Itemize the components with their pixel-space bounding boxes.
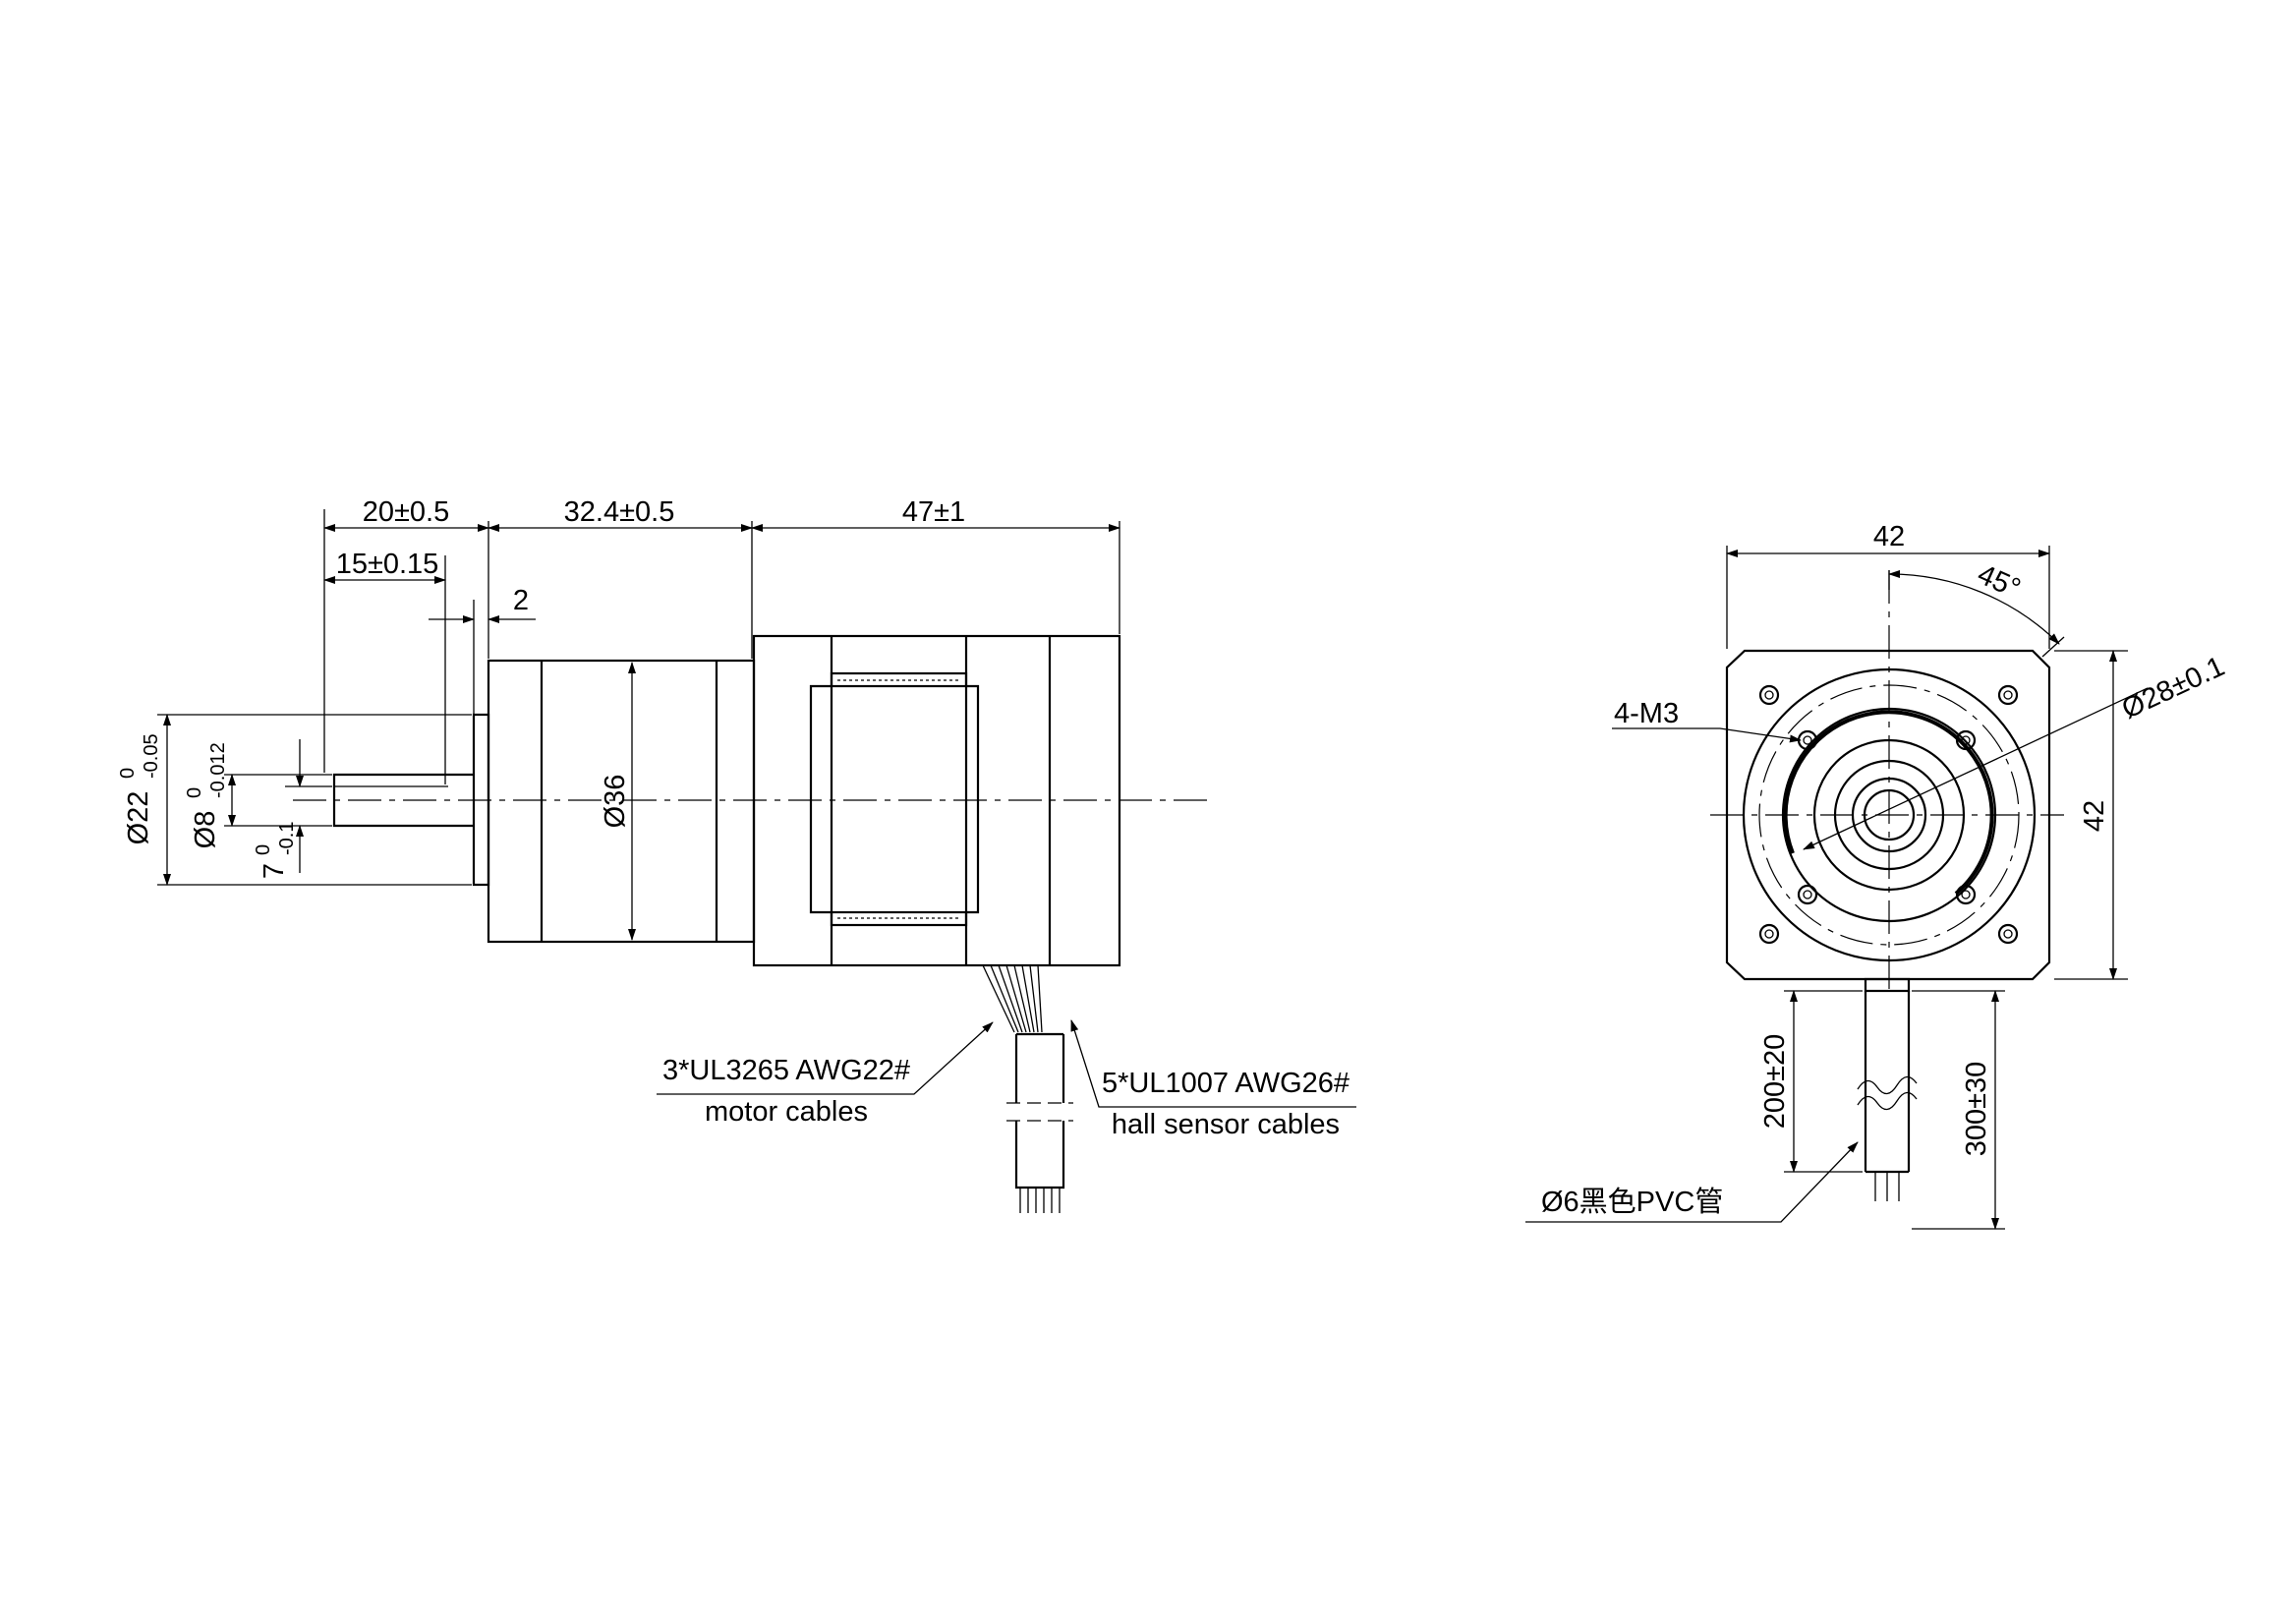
side-view: 20±0.5 15±0.15 2 32.4±0.5 47±1 Ø36 Ø22 0… bbox=[117, 496, 1356, 1213]
dim-angle: 45° bbox=[1973, 558, 2025, 605]
dim-flange-height: 42 bbox=[2079, 800, 2110, 832]
svg-text:Ø22: Ø22 bbox=[123, 791, 154, 845]
holes-callout: 4-M3 bbox=[1612, 698, 1802, 743]
svg-text:7: 7 bbox=[258, 863, 290, 879]
holes-label: 4-M3 bbox=[1614, 698, 1679, 729]
motor-cables-spec: 3*UL3265 AWG22# bbox=[662, 1055, 910, 1086]
dim-flat-depth: 7 0 -0.1 bbox=[253, 822, 298, 880]
motor-cables-label: motor cables bbox=[705, 1096, 868, 1128]
dim-gearbox-length: 32.4±0.5 bbox=[564, 496, 675, 528]
svg-text:0: 0 bbox=[253, 844, 274, 855]
m3-holes bbox=[1797, 729, 1977, 905]
end-cable bbox=[1857, 977, 1918, 1201]
dim-boss-length: 2 bbox=[513, 585, 529, 616]
pilot-arc bbox=[1783, 710, 1994, 896]
svg-text:-0.05: -0.05 bbox=[141, 733, 162, 779]
motor-cables-callout: 3*UL3265 AWG22# motor cables bbox=[657, 1021, 994, 1128]
output-shaft bbox=[332, 773, 474, 828]
dim-key-length: 15±0.15 bbox=[336, 549, 439, 580]
side-extension-lines bbox=[157, 509, 1120, 886]
end-flange bbox=[1725, 649, 2051, 981]
dim-shaft-length: 20±0.5 bbox=[363, 496, 450, 528]
motor-body bbox=[752, 634, 1121, 967]
tube-label: Ø6黑色PVC管 bbox=[1541, 1186, 1723, 1218]
dim-motor-length: 47±1 bbox=[902, 496, 965, 528]
hall-cables-label: hall sensor cables bbox=[1112, 1109, 1340, 1140]
lead-wires bbox=[982, 964, 1073, 1213]
svg-text:0: 0 bbox=[184, 787, 205, 798]
side-dimension-lines bbox=[163, 524, 1120, 941]
dim-lead-long: 300±30 bbox=[1961, 1062, 1992, 1157]
svg-text:-0.1: -0.1 bbox=[276, 822, 298, 855]
svg-text:-0.012: -0.012 bbox=[207, 742, 229, 798]
corner-holes bbox=[1758, 684, 2019, 945]
svg-text:0: 0 bbox=[117, 768, 139, 779]
dim-lead-short: 200±20 bbox=[1759, 1034, 1791, 1130]
hall-cables-callout: 5*UL1007 AWG26# hall sensor cables bbox=[1070, 1019, 1356, 1140]
dim-flange-width: 42 bbox=[1873, 521, 1905, 552]
dim-pilot-diameter: Ø22 0 -0.05 bbox=[117, 733, 162, 844]
svg-text:Ø8: Ø8 bbox=[190, 811, 221, 849]
dim-shaft-diameter: Ø8 0 -0.012 bbox=[184, 742, 229, 848]
hall-cables-spec: 5*UL1007 AWG26# bbox=[1102, 1068, 1349, 1099]
dim-bolt-circle: Ø28±0.1 bbox=[2117, 651, 2229, 725]
tube-callout: Ø6黑色PVC管 bbox=[1525, 1141, 1859, 1223]
end-view: 42 42 45° Ø28±0.1 4-M3 200±20 300±30 Ø6黑… bbox=[1525, 521, 2229, 1230]
end-dimension-lines bbox=[1726, 550, 2149, 1230]
dim-gearbox-diameter: Ø36 bbox=[600, 775, 631, 829]
